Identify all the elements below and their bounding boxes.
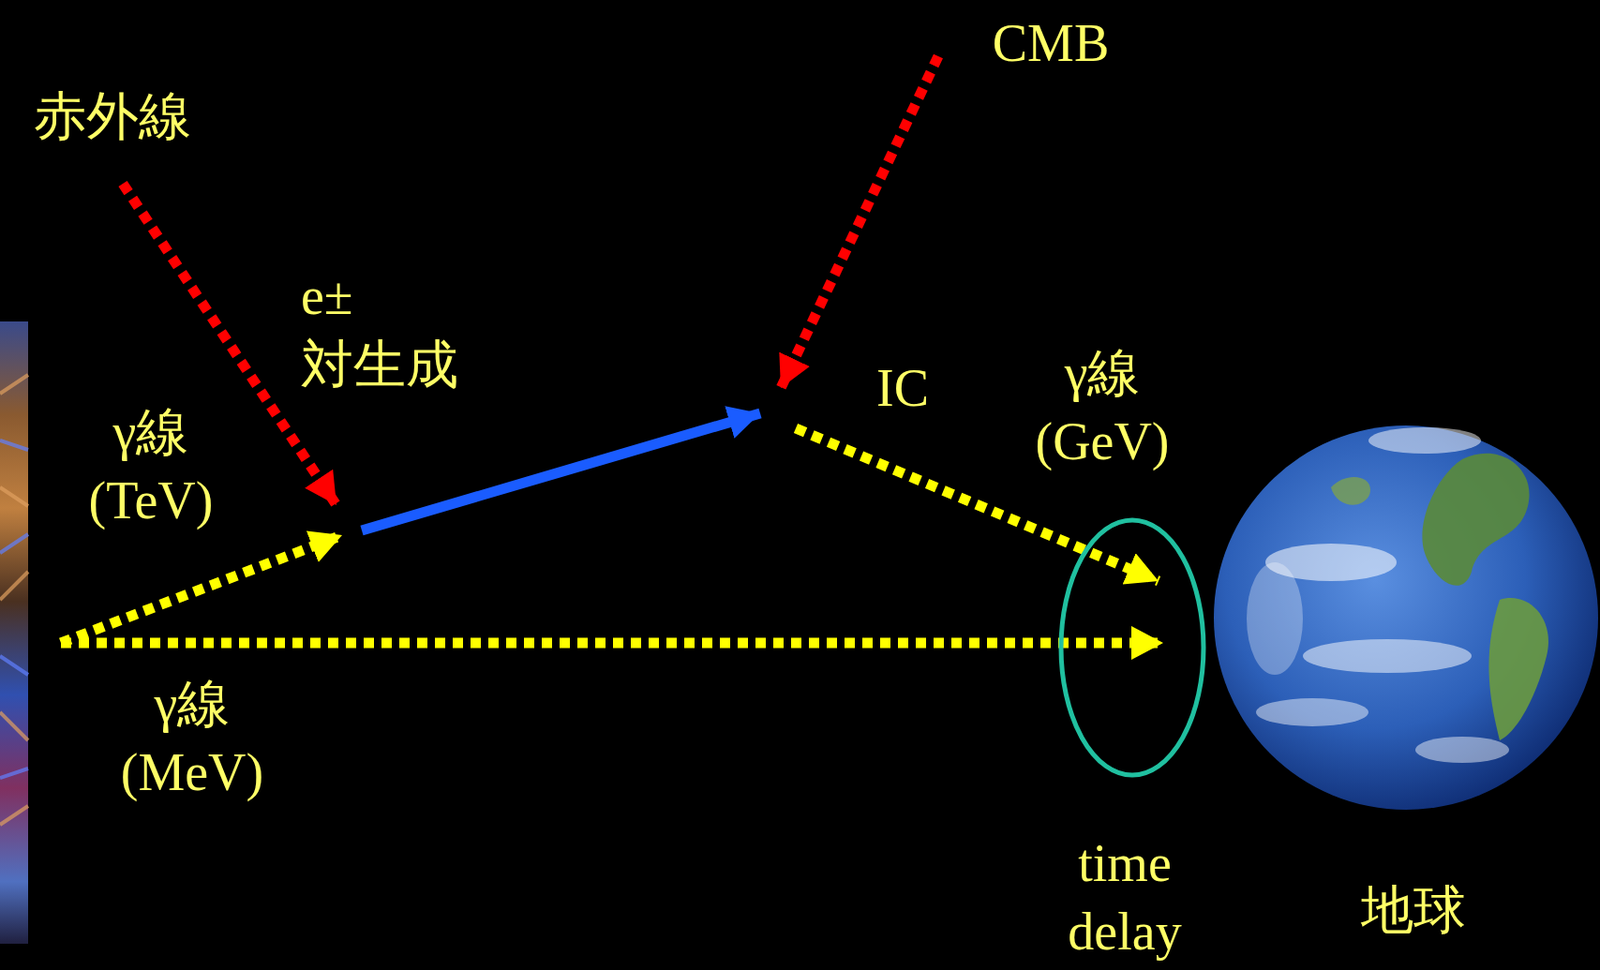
place-label: 地球 [1360, 876, 1466, 945]
gamma-label: γ線 (MeV) [120, 670, 264, 808]
time-delay-ellipse [1061, 520, 1204, 776]
earth-image [1213, 425, 1599, 810]
photon-label: CMB [992, 9, 1110, 78]
source-image [0, 321, 29, 944]
mev-gamma-arrow [60, 638, 1164, 649]
process-label: e± 対生成 [300, 262, 459, 400]
note-label: time delay [1067, 829, 1182, 967]
process-label: IC [876, 354, 929, 423]
gamma-label: γ線 (TeV) [89, 398, 214, 536]
gamma-label: γ線 (GeV) [1034, 339, 1169, 477]
pair-arrow [361, 413, 761, 531]
tev-gamma-arrow [60, 535, 343, 643]
photon-label: 赤外線 [33, 82, 192, 151]
cmb-arrow [780, 56, 939, 389]
